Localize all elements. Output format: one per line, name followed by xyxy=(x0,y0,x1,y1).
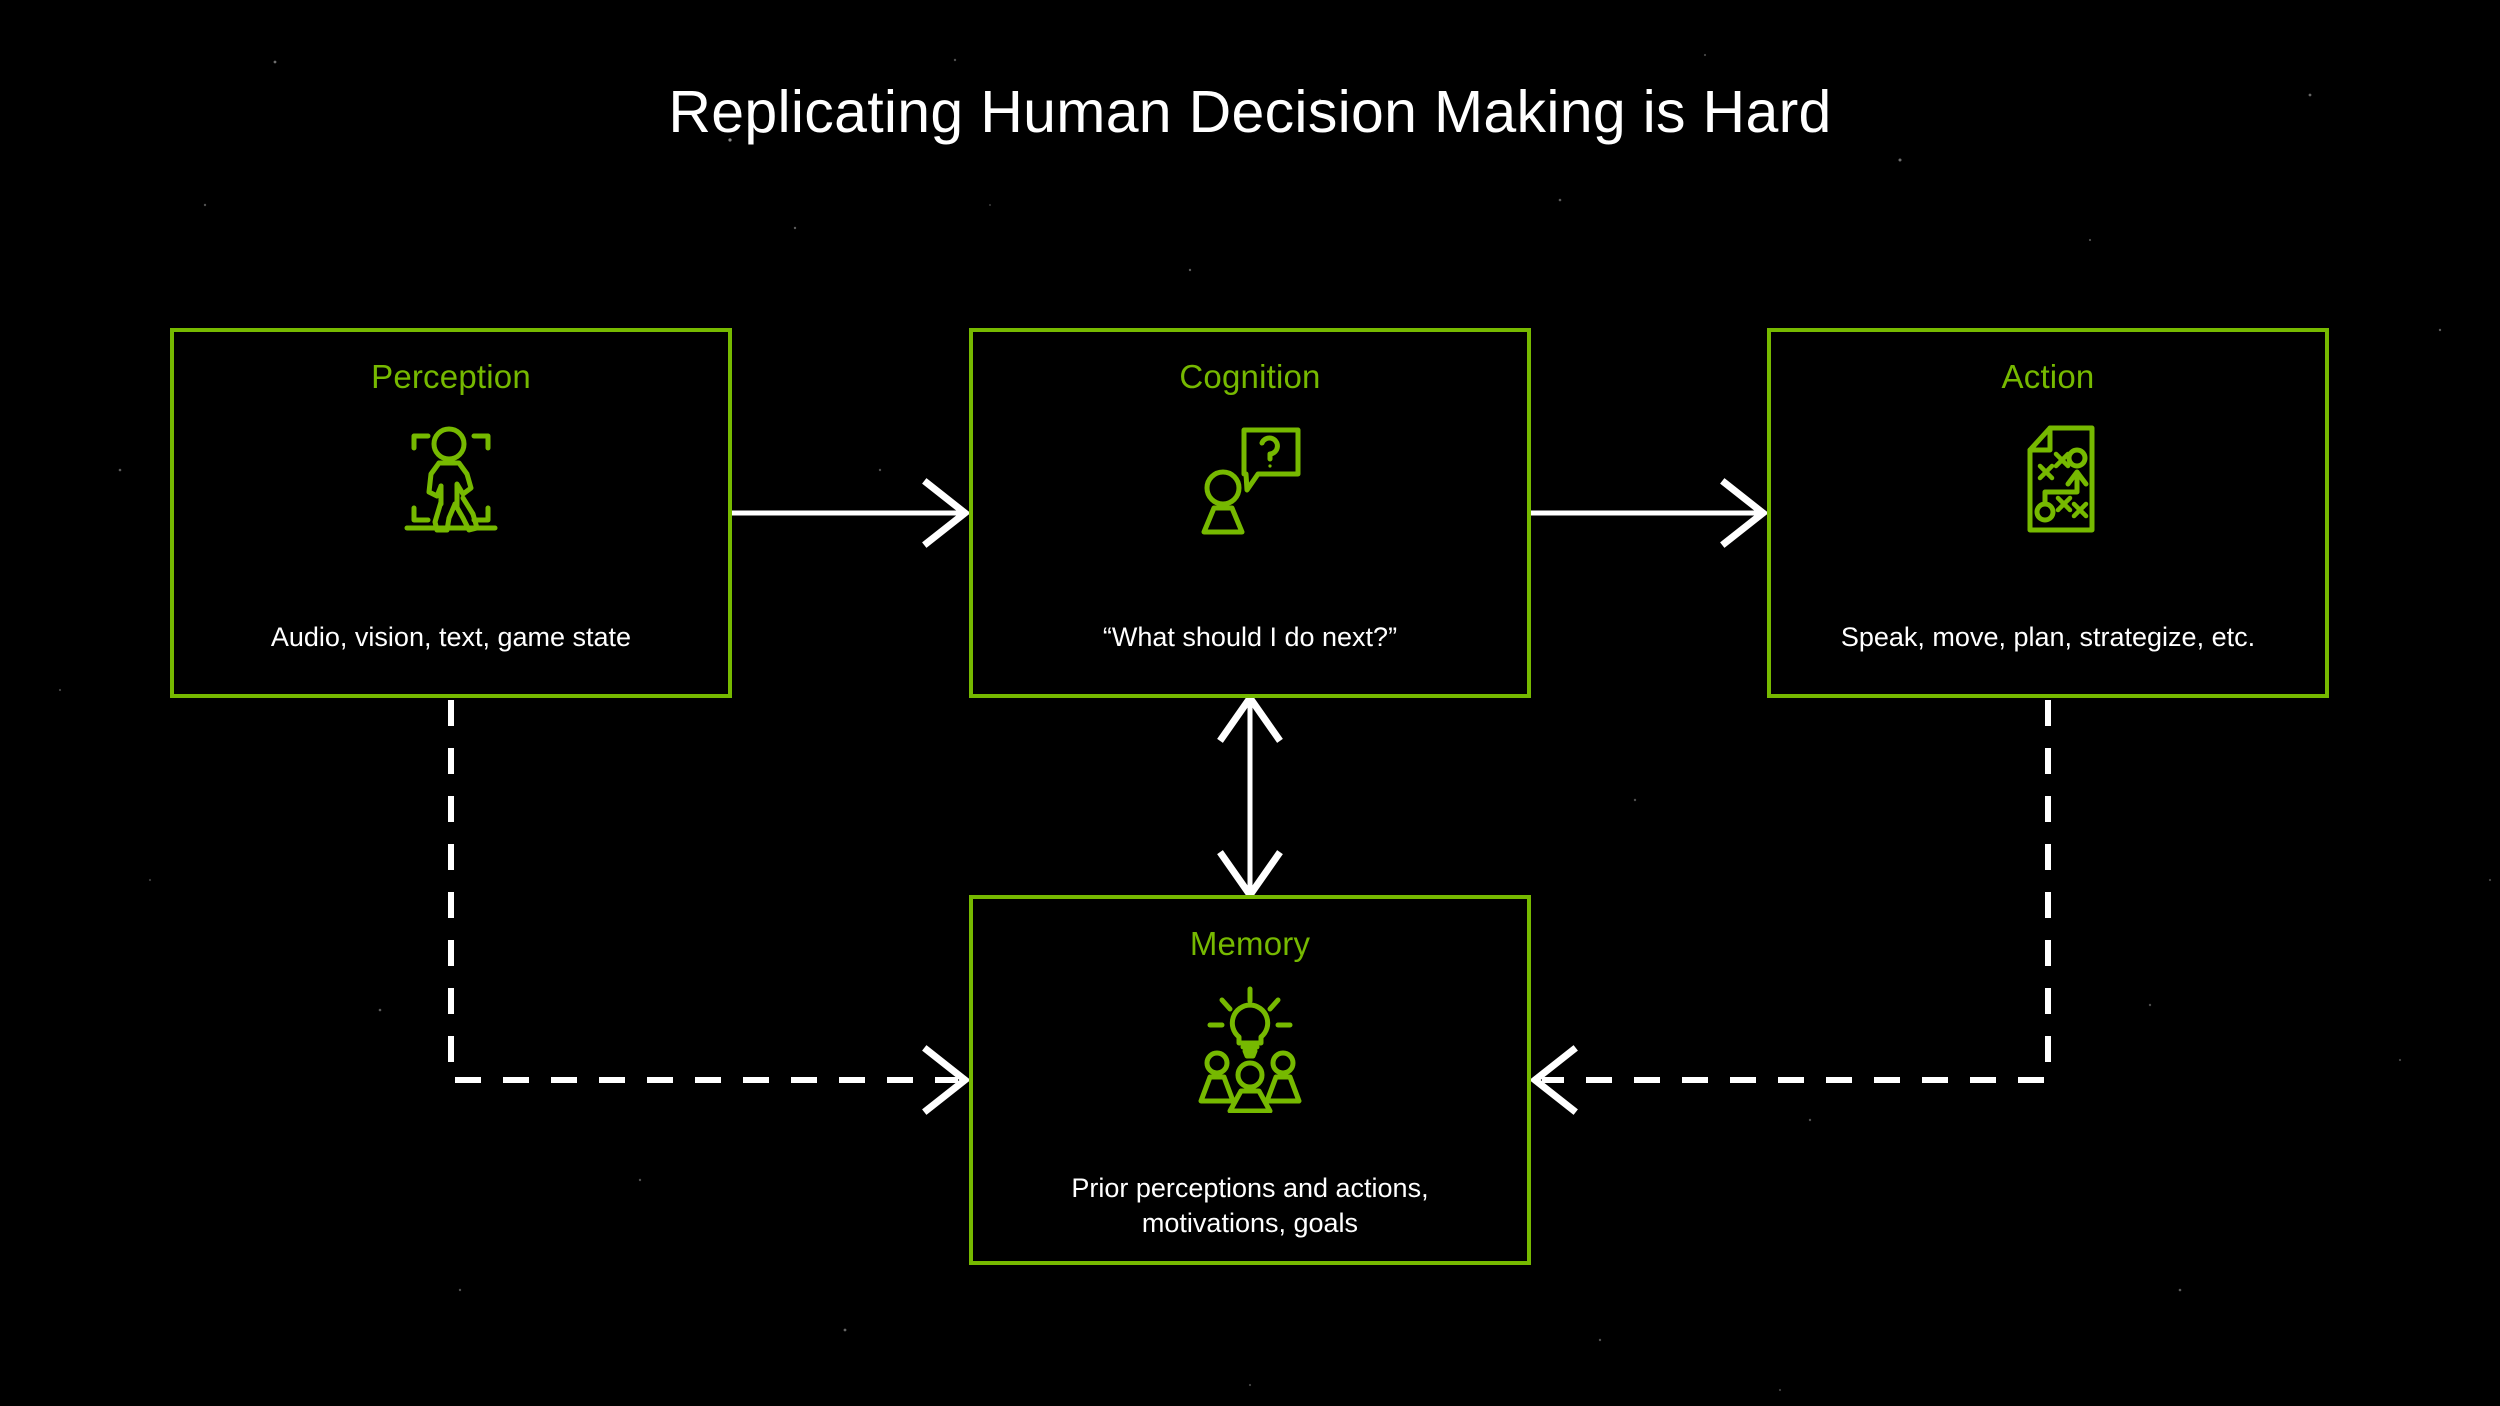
node-perception[interactable]: Perception Audio, vision, text, game sta… xyxy=(170,328,732,698)
node-cognition-title: Cognition xyxy=(1179,358,1321,395)
node-perception-caption: Audio, vision, text, game state xyxy=(270,622,632,652)
node-cognition[interactable]: Cognition “What should I do next?” xyxy=(969,328,1531,698)
arrow-perception-to-cognition xyxy=(732,478,971,548)
page-title: Replicating Human Decision Making is Har… xyxy=(668,79,1832,145)
arrow-cognition-memory-bidirectional xyxy=(1217,691,1283,902)
node-action[interactable]: Action xyxy=(1767,328,2329,698)
node-action-caption: Speak, move, plan, strategize, etc. xyxy=(1840,622,2256,652)
node-memory-caption: Prior perceptions and actions, motivatio… xyxy=(990,1171,1511,1241)
arrow-action-to-memory-dashed xyxy=(1529,700,2051,1115)
node-perception-title: Perception xyxy=(371,358,531,395)
person-in-viewfinder-icon xyxy=(391,418,511,538)
node-memory-title: Memory xyxy=(1189,925,1311,962)
node-cognition-caption: “What should I do next?” xyxy=(1102,622,1398,652)
node-memory-caption-line2: motivations, goals xyxy=(1141,1208,1359,1239)
node-action-title: Action xyxy=(2001,358,2095,395)
node-memory[interactable]: Memory Prior perceptions and actions, mo xyxy=(969,895,1531,1265)
person-with-question-speech-bubble-icon xyxy=(1190,418,1310,538)
strategy-playbook-document-icon xyxy=(1988,418,2108,538)
lightbulb-over-people-icon xyxy=(1188,985,1312,1114)
arrow-cognition-to-action xyxy=(1531,478,1769,548)
node-memory-caption-line1: Prior perceptions and actions, xyxy=(1071,1173,1429,1203)
arrow-perception-to-memory-dashed xyxy=(448,700,971,1115)
